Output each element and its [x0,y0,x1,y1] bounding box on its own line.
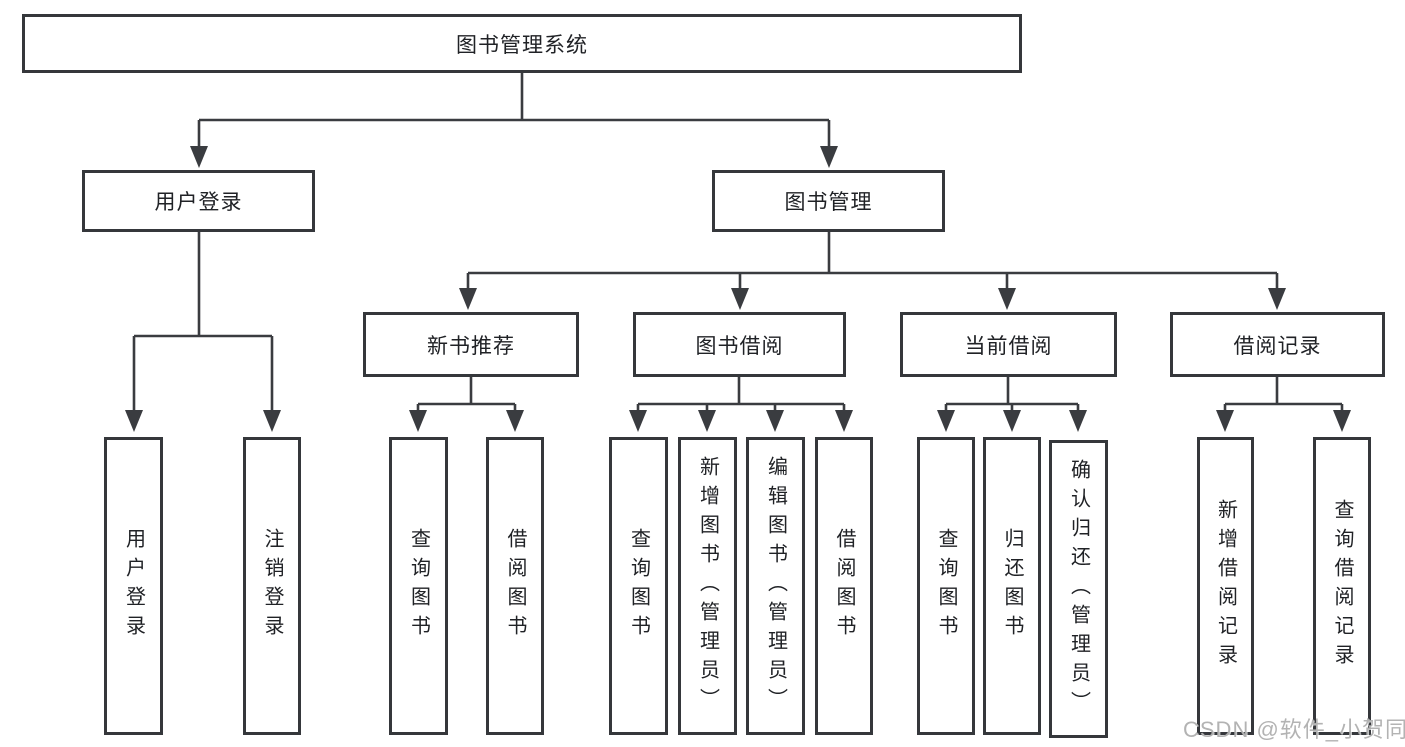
leaf-logout-label: 注销登录 [261,528,283,644]
leaf-add-borrow-record: 新增借阅记录 [1197,437,1254,735]
leaf-query-borrow-record: 查询借阅记录 [1313,437,1371,735]
node-book-management-label: 图书管理 [784,191,873,214]
leaf-recommend-borrow-books-label: 借阅图书 [504,528,526,644]
leaf-user-login-label: 用户登录 [122,528,145,644]
node-current-borrowing-label: 当前借阅 [964,334,1053,358]
node-root-label: 图书管理系统 [456,33,588,57]
leaf-add-books-admin-label: 新增图书（管理员） [696,455,719,717]
leaf-confirm-return-admin: 确认归还（管理员） [1049,440,1108,738]
node-new-book-recommend-label: 新书推荐 [427,334,515,358]
csdn-watermark: CSDN @软件_小贺同学 [1183,717,1405,742]
node-current-borrowing: 当前借阅 [900,312,1117,377]
node-root: 图书管理系统 [22,14,1022,73]
leaf-borrowing-borrow-books-label: 借阅图书 [833,528,855,644]
node-book-borrowing: 图书借阅 [633,312,846,377]
leaf-add-books-admin: 新增图书（管理员） [678,437,737,735]
node-user-login: 用户登录 [82,170,315,232]
leaf-borrowing-borrow-books: 借阅图书 [815,437,873,735]
leaf-borrowing-query-books-label: 查询图书 [627,528,650,644]
leaf-current-query-books-label: 查询图书 [935,528,957,644]
leaf-confirm-return-admin-label: 确认归还（管理员） [1067,458,1090,720]
node-borrow-records: 借阅记录 [1170,312,1385,377]
leaf-query-borrow-record-label: 查询借阅记录 [1331,499,1353,673]
leaf-edit-books-admin: 编辑图书（管理员） [746,437,805,735]
leaf-edit-books-admin-label: 编辑图书（管理员） [764,455,787,717]
leaf-logout: 注销登录 [243,437,301,735]
node-book-management: 图书管理 [712,170,945,232]
node-borrow-records-label: 借阅记录 [1233,334,1322,358]
leaf-borrowing-query-books: 查询图书 [609,437,668,735]
leaf-recommend-query-books-label: 查询图书 [407,528,430,644]
leaf-recommend-query-books: 查询图书 [389,437,448,735]
leaf-return-books: 归还图书 [983,437,1041,735]
leaf-return-books-label: 归还图书 [1001,528,1023,644]
node-new-book-recommend: 新书推荐 [363,312,579,377]
leaf-user-login: 用户登录 [104,437,163,735]
node-book-borrowing-label: 图书借阅 [695,334,784,358]
leaf-add-borrow-record-label: 新增借阅记录 [1214,499,1237,673]
leaf-current-query-books: 查询图书 [917,437,975,735]
leaf-recommend-borrow-books: 借阅图书 [486,437,544,735]
node-user-login-label: 用户登录 [154,191,243,214]
